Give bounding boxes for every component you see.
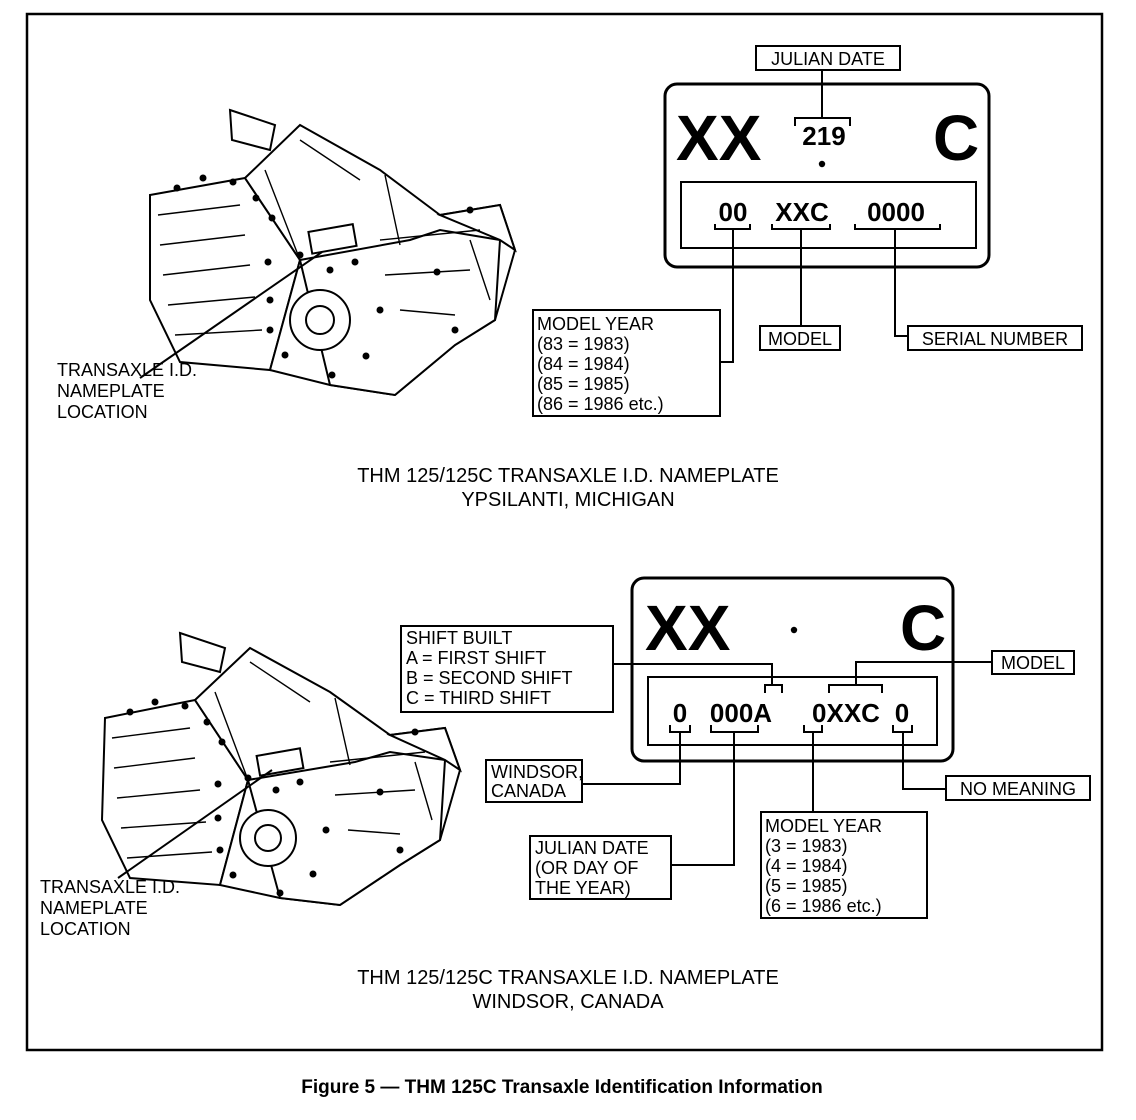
callout-line: (86 = 1986 etc.)	[537, 394, 664, 414]
transaxle-illustration-bottom	[100, 631, 462, 907]
callout-line: THE YEAR)	[535, 878, 631, 898]
serial-number-callout-top: SERIAL NUMBER	[907, 325, 1083, 351]
plate-prefix-text: XX	[676, 102, 762, 174]
windsor-canada-callout: WINDSOR, CANADA	[485, 759, 583, 803]
model-callout-top: MODEL	[759, 325, 841, 351]
callout-label: MODEL	[768, 329, 832, 349]
plate-dot	[818, 160, 826, 168]
caption-line: WINDSOR, CANADA	[472, 991, 664, 1013]
code-plant-text: 0	[673, 698, 687, 728]
shift-built-callout: SHIFT BUILT A = FIRST SHIFT B = SECOND S…	[400, 625, 614, 713]
callout-line: A = FIRST SHIFT	[406, 648, 546, 668]
model-year-callout-top: MODEL YEAR (83 = 1983) (84 = 1984) (85 =…	[532, 309, 721, 417]
model-year-callout-bottom: MODEL YEAR (3 = 1983) (4 = 1984) (5 = 19…	[760, 811, 928, 919]
illustration-label-line: TRANSAXLE I.D.	[57, 360, 197, 380]
plate-dot	[790, 626, 798, 634]
illustration-label-line: NAMEPLATE	[40, 898, 148, 918]
callout-line: (5 = 1985)	[765, 876, 848, 896]
illustration-label-line: LOCATION	[40, 919, 131, 939]
callout-line: (83 = 1983)	[537, 334, 630, 354]
caption-line: YPSILANTI, MICHIGAN	[461, 489, 674, 511]
nameplate-bottom: XX C 0 000A 0XXC 0	[630, 576, 955, 763]
code-year-text: 00	[719, 197, 748, 227]
code-model-text: XXC	[775, 197, 829, 227]
code-julian-text: 000A	[710, 698, 772, 728]
callout-label: JULIAN DATE	[771, 49, 885, 69]
code-last-text: 0	[895, 698, 909, 728]
callout-label: MODEL	[1001, 653, 1065, 673]
illustration-label-line: TRANSAXLE I.D.	[40, 877, 180, 897]
illustration-label-line: LOCATION	[57, 402, 148, 422]
illustration-label-bottom: TRANSAXLE I.D. NAMEPLATE LOCATION	[40, 877, 180, 939]
caption-line: THM 125/125C TRANSAXLE I.D. NAMEPLATE	[357, 967, 779, 989]
callout-lines-top	[714, 70, 941, 363]
section-caption-top: THM 125/125C TRANSAXLE I.D. NAMEPLATE YP…	[357, 465, 779, 511]
callout-line: (OR DAY OF	[535, 858, 638, 878]
model-callout-bottom: MODEL	[991, 650, 1075, 675]
julian-date-callout-bottom: JULIAN DATE (OR DAY OF THE YEAR)	[529, 835, 672, 900]
callout-line: (84 = 1984)	[537, 354, 630, 374]
callout-label: SERIAL NUMBER	[922, 329, 1068, 349]
callout-line: (6 = 1986 etc.)	[765, 896, 882, 916]
figure-frame	[25, 12, 1104, 1052]
callout-line: JULIAN DATE	[535, 838, 649, 858]
callout-line: WINDSOR,	[491, 762, 583, 782]
callout-line: (85 = 1985)	[537, 374, 630, 394]
caption-line: THM 125/125C TRANSAXLE I.D. NAMEPLATE	[357, 465, 779, 487]
callout-label: NO MEANING	[960, 779, 1076, 799]
plate-suffix-text: C	[933, 102, 979, 174]
callout-line: MODEL YEAR	[537, 314, 654, 334]
figure-caption: Figure 5 — THM 125C Transaxle Identifica…	[301, 1077, 823, 1098]
callout-line: (3 = 1983)	[765, 836, 848, 856]
callout-lines-bottom	[582, 661, 992, 866]
callout-line: CANADA	[491, 781, 566, 801]
section-caption-bottom: THM 125/125C TRANSAXLE I.D. NAMEPLATE WI…	[357, 967, 779, 1013]
callout-line: MODEL YEAR	[765, 816, 882, 836]
julian-date-callout-top: JULIAN DATE	[755, 45, 901, 71]
no-meaning-callout: NO MEANING	[945, 775, 1091, 801]
callout-line: (4 = 1984)	[765, 856, 848, 876]
nameplate-code-panel	[647, 676, 938, 746]
code-serial-text: 0000	[867, 197, 925, 227]
code-year-model-text: 0XXC	[812, 698, 880, 728]
plate-suffix-text: C	[900, 592, 946, 664]
julian-number-text: 219	[802, 121, 845, 151]
transaxle-illustration-top	[139, 108, 517, 397]
illustration-label-line: NAMEPLATE	[57, 381, 165, 401]
callout-line: C = THIRD SHIFT	[406, 688, 551, 708]
illustration-label-top: TRANSAXLE I.D. NAMEPLATE LOCATION	[57, 360, 197, 422]
nameplate-code-panel	[680, 181, 977, 249]
callout-line: SHIFT BUILT	[406, 628, 512, 648]
plate-prefix-text: XX	[645, 592, 731, 664]
nameplate-top: XX C 219 00 XXC 0000	[663, 82, 991, 269]
callout-line: B = SECOND SHIFT	[406, 668, 573, 688]
